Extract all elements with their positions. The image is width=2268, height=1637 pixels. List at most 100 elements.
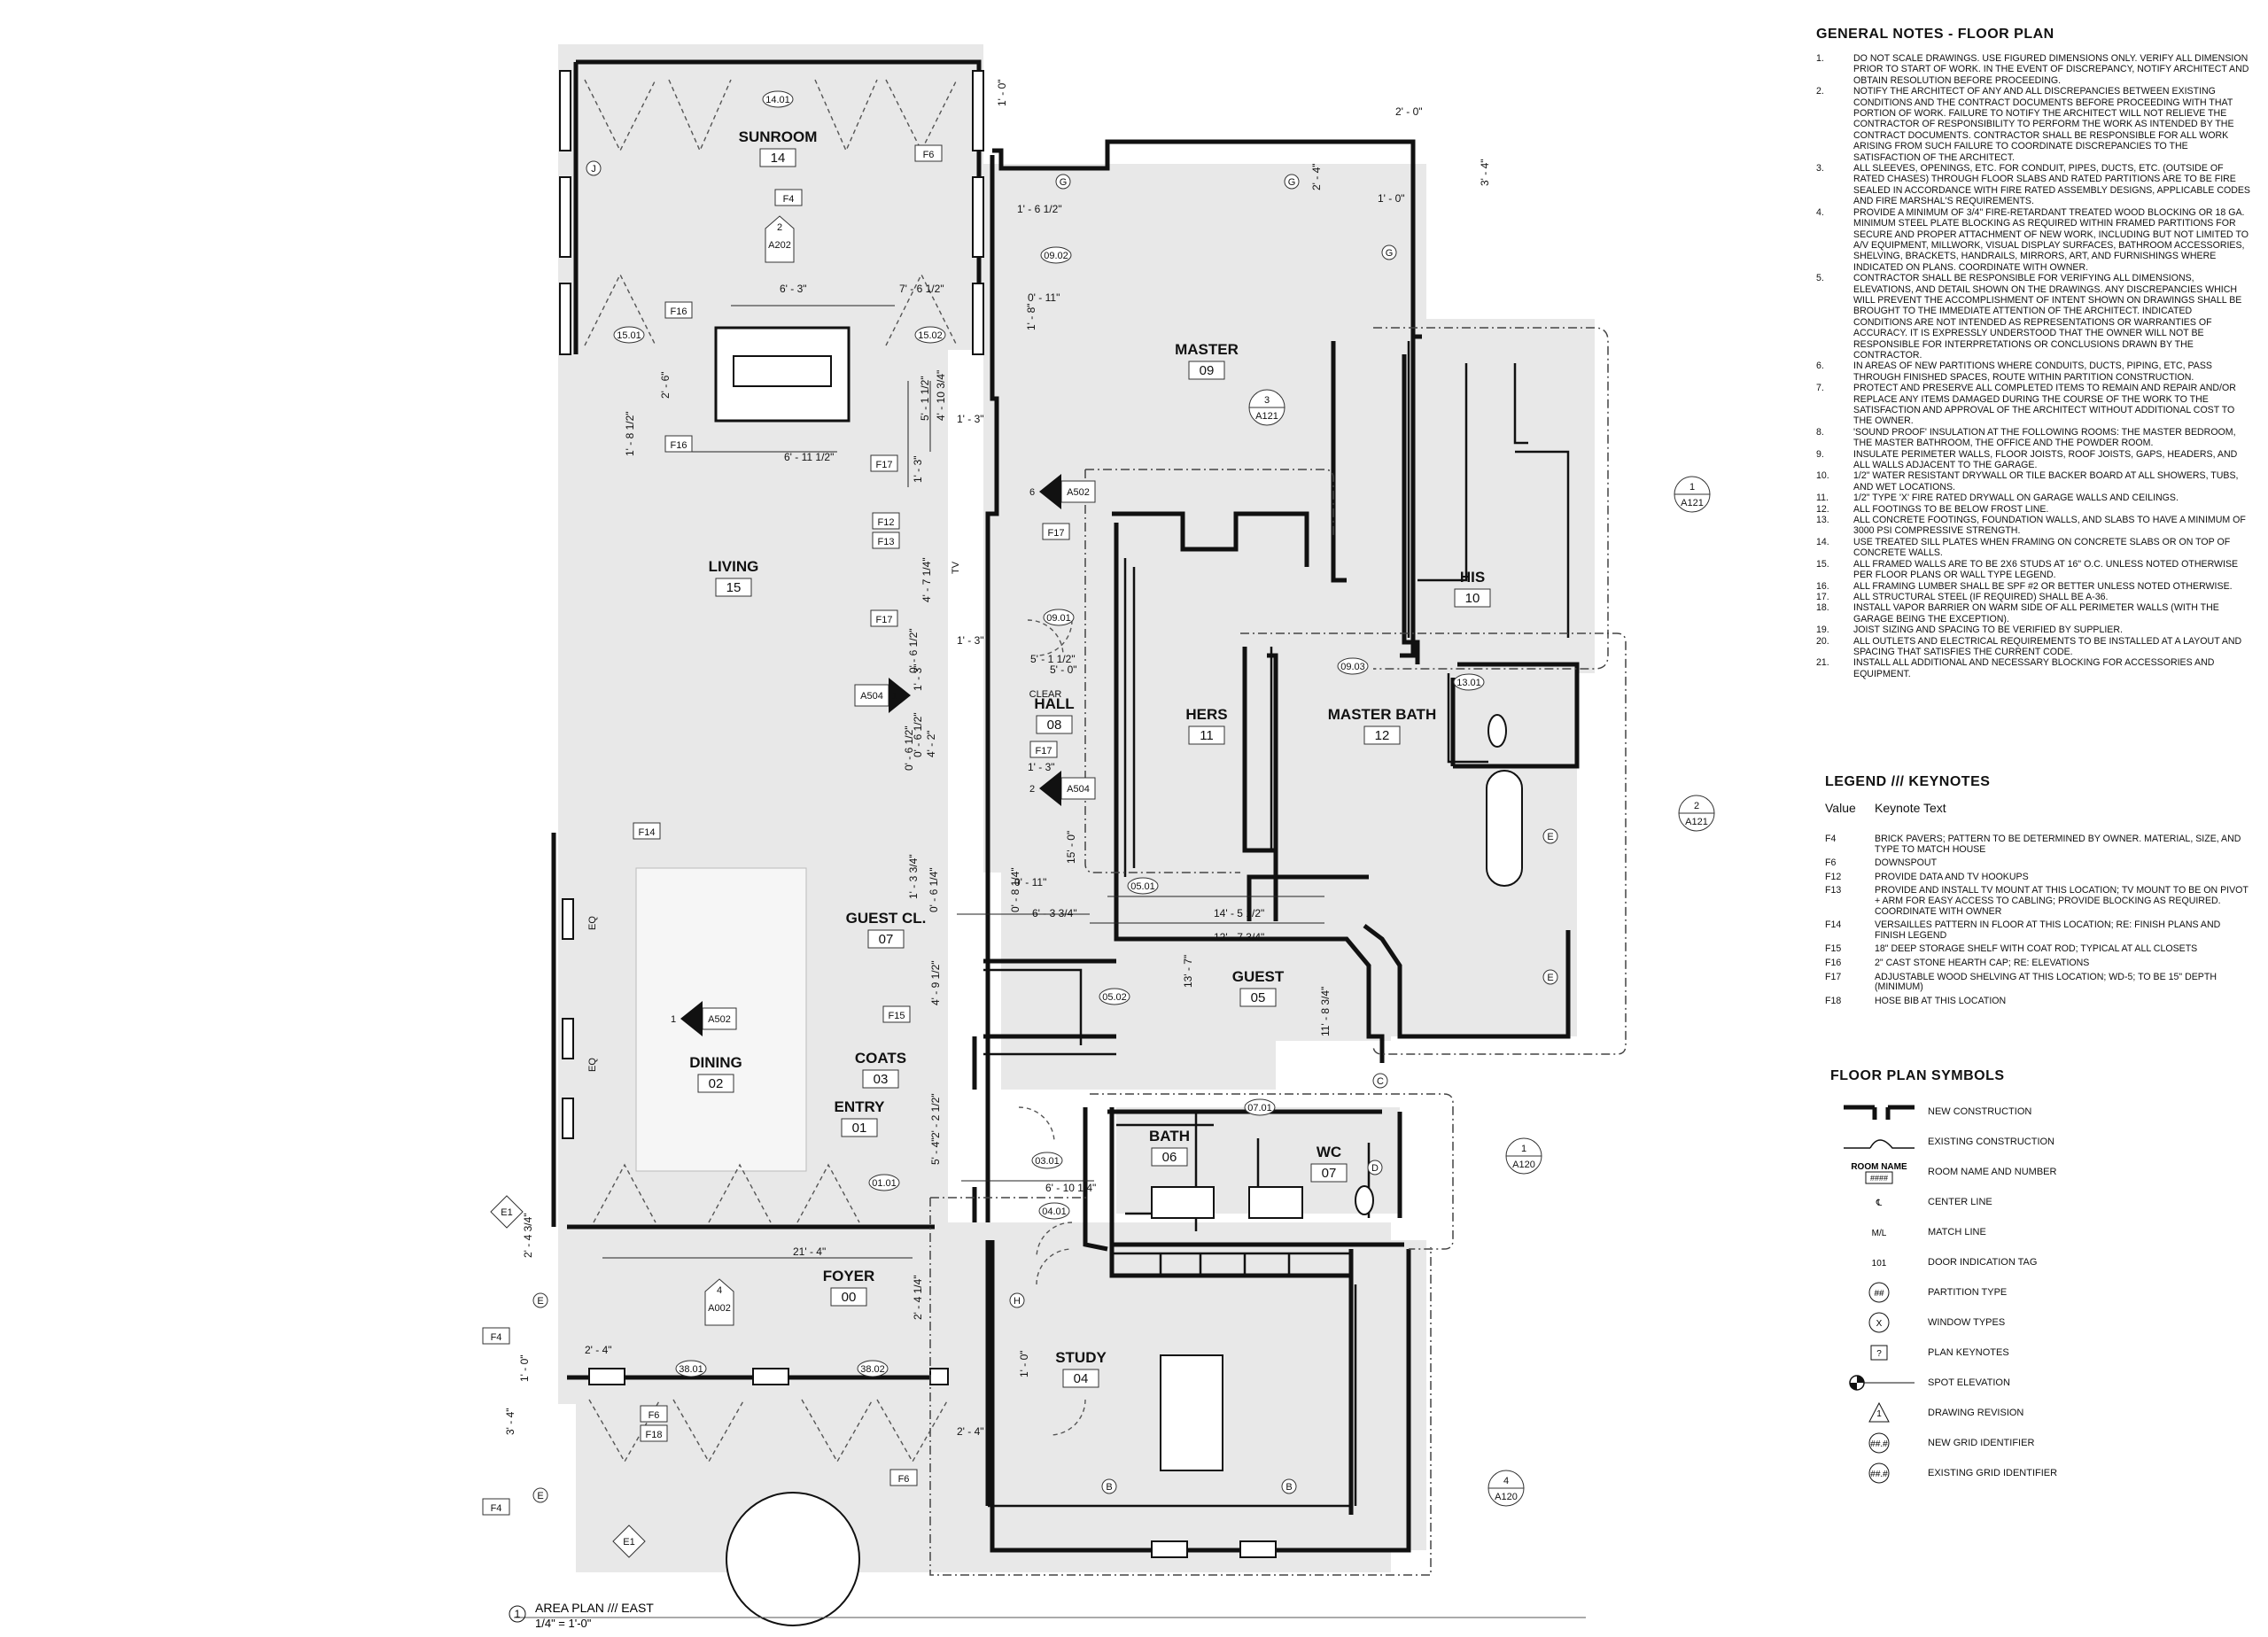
general-note-text: ALL OUTLETS AND ELECTRICAL REQUIREMENTS …	[1853, 635, 2242, 657]
grid-bubble	[1372, 1073, 1388, 1089]
symbol-glyph: 101	[1872, 1259, 1887, 1268]
symbol-label: DOOR INDICATION TAG	[1928, 1257, 2038, 1268]
symbol-row: ##.#EXISTING GRID IDENTIFIER	[1830, 1458, 2247, 1488]
area-fills	[558, 44, 1595, 1572]
symbol-wall	[1844, 1139, 1915, 1149]
symbol-graphic	[1849, 1375, 1915, 1391]
door-tag-text: 03.01	[1035, 1156, 1060, 1167]
dimension-text: 2' - 4"	[1310, 163, 1323, 190]
room-name: COATS	[855, 1050, 906, 1067]
dimension-text: 11' - 8 3/4"	[1319, 987, 1332, 1036]
title-text: AREA PLAN /// EAST	[535, 1603, 654, 1615]
general-note-item: 10.1/2" WATER RESISTANT DRYWALL OR TILE …	[1816, 470, 2250, 493]
grid-label: H	[1014, 1296, 1021, 1307]
general-note-text: ALL FRAMING LUMBER SHALL BE SPF #2 OR BE…	[1853, 580, 2233, 592]
door-tag-text: 09.02	[1044, 251, 1068, 261]
dimension-text: 1' - 6 1/2"	[1017, 203, 1062, 215]
general-note-text: ALL FRAMED WALLS ARE TO BE 2x6 STUDS AT …	[1853, 558, 2239, 581]
symbol-graphic: ##.#	[1868, 1432, 1890, 1454]
section-num: 1	[892, 691, 897, 702]
room-name: FOYER	[823, 1268, 875, 1284]
door-tag-bubble	[868, 1174, 900, 1191]
room-number-box	[1062, 1369, 1099, 1388]
general-note-item: 7. PROTECT AND PRESERVE ALL COMPLETED ITE…	[1816, 383, 2250, 427]
partition-type-icon: ##	[1830, 1279, 1928, 1306]
keynote-tags: F4F6F12F13F14F15F16F16F17F17F17F17F18F4F…	[482, 144, 1070, 1516]
spot-elevation-icon	[1830, 1369, 1928, 1396]
pentagon-tag	[765, 215, 795, 263]
keynote-code: F16	[1825, 957, 1842, 968]
dimension-text: 2' - 6"	[659, 371, 672, 399]
room-name: MASTER	[1175, 341, 1239, 358]
section-num: 6	[1029, 487, 1035, 498]
dimension-text: 7' - 6 1/2"	[899, 283, 944, 295]
dimension-text: 12' - 7 3/4"	[1214, 931, 1264, 943]
title-scale: 1/4" = 1'-0"	[535, 1617, 592, 1630]
door-tag-text: 09.03	[1340, 662, 1365, 672]
keynote-text: F16	[671, 440, 687, 451]
room-number: 03	[874, 1072, 889, 1087]
general-note-number: 21.	[1816, 657, 1829, 669]
fireplace	[714, 326, 850, 423]
door-tag-bubble	[1038, 1202, 1070, 1220]
general-note-number: 6.	[1816, 361, 1824, 372]
room-name: HALL	[1034, 695, 1074, 712]
general-note-number: 7.	[1816, 383, 1824, 394]
keynote-code: F12	[1825, 871, 1842, 882]
grid-diamond	[612, 1525, 646, 1558]
elevation-num: 2	[1694, 801, 1699, 811]
dimension-text: 0' - 8 1/4"	[1009, 867, 1021, 912]
section-sheet: A502	[1067, 487, 1090, 498]
room-name: GUEST CL.	[846, 910, 927, 927]
general-note-item: 12.ALL FOOTINGS TO BE BELOW FROST LINE.	[1816, 504, 2250, 515]
dimension-text: 5' - 0"	[1050, 663, 1077, 676]
general-note-number: 5.	[1816, 273, 1824, 284]
room-number-box	[1151, 1147, 1188, 1167]
dimension-text: 6' - 3"	[780, 283, 807, 295]
symbol-label: PLAN KEYNOTES	[1928, 1347, 2009, 1358]
general-note-number: 15.	[1816, 558, 1829, 570]
section-sheet-box	[854, 684, 889, 707]
dimension-text: 15' - 0"	[1065, 831, 1077, 864]
general-note-text: INSTALL ALL ADDITIONAL AND NECESSARY BLO…	[1853, 657, 2215, 679]
symbol-circle	[1868, 1312, 1890, 1333]
symbol-box	[1870, 1345, 1888, 1361]
grid-bubble	[1281, 1478, 1297, 1494]
section-num: 1	[671, 1014, 676, 1025]
plan-keynote-icon: ?	[1830, 1339, 1928, 1366]
symbol-circle	[1868, 1282, 1890, 1303]
general-note-item: 6.IN AREAS OF NEW PARTITIONS WHERE CONDU…	[1816, 361, 2250, 383]
room-number: 15	[726, 580, 742, 595]
keynote-description: 18" DEEP STORAGE SHELF WITH COAT ROD; TY…	[1875, 943, 2198, 955]
eq-label-2: EQ	[587, 1058, 598, 1072]
dimension-text: 5' - 1 1/2"	[1030, 653, 1076, 665]
general-note-item: 19.JOIST SIZING AND SPACING TO BE VERIFI…	[1816, 625, 2250, 635]
grid-label: D	[1371, 1163, 1379, 1174]
section-sheet: A502	[708, 1014, 731, 1025]
grid-label: E1	[501, 1207, 512, 1218]
dashed-zones	[929, 327, 1627, 1576]
section-num: 2	[1029, 784, 1035, 795]
pentagon-num: 4	[717, 1285, 722, 1296]
elevation-sheet: A121	[1685, 817, 1708, 827]
grid-label: G	[1060, 177, 1068, 188]
general-note-text: PROTECT AND PRESERVE ALL COMPLETED ITEMS…	[1853, 383, 2236, 427]
dimension-text: 2' - 4 1/4"	[912, 1275, 924, 1320]
keynote-code: F14	[1825, 919, 1842, 931]
dimension-text: 1' - 3"	[957, 413, 984, 425]
door-tag-bubble	[857, 1360, 889, 1377]
room-number-box	[830, 1287, 867, 1307]
room-name: MASTER BATH	[1328, 706, 1436, 723]
grid-bubble	[1367, 1160, 1383, 1175]
dimension-text: 1' - 0"	[1018, 1350, 1030, 1377]
room-labels: SUNROOM14LIVING15DINING02MASTER09HIS10HE…	[689, 128, 1491, 1388]
grid-label: C	[1377, 1076, 1384, 1087]
symbol-room-num: ####	[1870, 1174, 1888, 1183]
door-tag-text: 14.01	[765, 95, 790, 105]
dimension-text: 1' - 3"	[912, 663, 924, 691]
dimension-text: 2' - 4"	[957, 1425, 984, 1438]
